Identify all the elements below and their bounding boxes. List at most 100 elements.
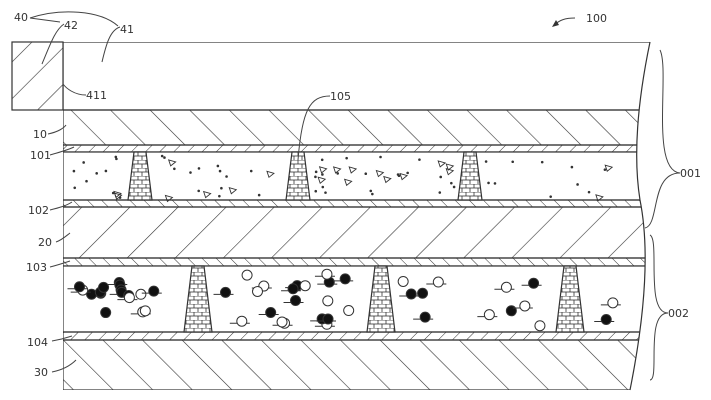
white-particle — [276, 316, 288, 328]
layer-104 — [63, 331, 650, 341]
dot-particle — [85, 179, 88, 183]
layer-101 — [63, 144, 650, 153]
black-particle — [290, 295, 302, 307]
dot-particle — [314, 175, 317, 179]
dot-particle — [314, 189, 318, 193]
dot-particle — [493, 182, 497, 185]
white-particle — [321, 268, 333, 280]
dot-particle — [484, 160, 488, 163]
dot-particle — [438, 191, 442, 194]
dot-particle — [225, 175, 228, 178]
dot-particle — [220, 186, 223, 190]
black-particle — [265, 306, 277, 318]
upper-particles — [72, 154, 614, 203]
black-particle — [600, 313, 612, 325]
spacer-105 — [366, 265, 396, 333]
triangle-particle — [317, 176, 327, 184]
dot-particle — [369, 189, 373, 193]
black-particle — [98, 281, 110, 293]
lower-cell-layer — [63, 265, 650, 333]
dot-particle — [439, 175, 443, 179]
white-particle — [236, 315, 248, 327]
white-particle — [500, 281, 512, 293]
dot-particle — [197, 189, 201, 193]
dot-particle — [511, 160, 515, 164]
label-103: 103 — [26, 261, 47, 274]
black-particle — [287, 283, 299, 295]
dot-particle — [397, 174, 401, 178]
dot-particle — [249, 169, 253, 173]
dot-particle — [371, 192, 374, 196]
triangle-particle — [445, 163, 455, 171]
black-particle — [220, 286, 232, 298]
triangle-particle — [375, 169, 385, 178]
white-particle — [397, 275, 409, 287]
part-41-top-plate — [63, 42, 650, 111]
triangle-particle — [445, 168, 455, 176]
dot-particle — [118, 196, 122, 199]
triangle-particle — [266, 170, 275, 179]
dot-particle — [379, 155, 382, 159]
black-particle — [528, 277, 540, 289]
dot-particle — [95, 172, 98, 175]
spacer-105 — [183, 265, 213, 333]
white-particle — [343, 305, 355, 317]
dot-particle — [72, 169, 76, 173]
part-42-block — [11, 41, 64, 111]
label-100: 100 — [586, 12, 607, 25]
dot-particle — [406, 171, 409, 175]
dot-particle — [197, 167, 201, 170]
triangle-particle — [604, 164, 614, 172]
lower-particles — [67, 268, 621, 332]
label-41: 41 — [120, 23, 134, 36]
dot-particle — [324, 191, 327, 194]
dot-particle — [114, 155, 118, 159]
black-particle — [322, 313, 334, 325]
triangle-particle — [437, 160, 447, 168]
label-20: 20 — [38, 236, 52, 249]
white-particle — [252, 285, 264, 297]
black-particle — [405, 288, 417, 300]
dot-particle — [218, 194, 221, 198]
dot-particle — [576, 183, 579, 186]
label-002: 002 — [668, 307, 689, 320]
label-42: 42 — [64, 19, 78, 32]
dot-particle — [104, 169, 108, 173]
dot-particle — [257, 193, 261, 197]
white-particle — [483, 309, 495, 321]
black-particle — [339, 273, 351, 285]
dot-particle — [218, 169, 222, 173]
dot-particle — [115, 157, 118, 161]
arrow-head-icon — [552, 20, 559, 27]
triangle-particle — [399, 172, 409, 181]
spacer-105 — [285, 151, 311, 201]
layer-20 — [63, 206, 650, 259]
triangle-particle — [228, 187, 238, 195]
layer-30 — [63, 339, 650, 390]
upper-cell-layer — [63, 151, 650, 201]
layer-102 — [63, 199, 650, 208]
label-411: 411 — [86, 89, 107, 102]
dot-particle — [82, 161, 85, 164]
dot-particle — [364, 172, 368, 176]
dot-particle — [314, 170, 318, 174]
white-particle — [534, 320, 546, 332]
dot-particle — [321, 173, 324, 176]
white-particle — [139, 305, 151, 317]
leader-lines — [29, 11, 681, 381]
spacer-105 — [127, 151, 153, 201]
dot-particle — [189, 171, 192, 174]
white-particle — [432, 276, 444, 288]
label-30: 30 — [34, 366, 48, 379]
spacer-105 — [555, 265, 585, 333]
dot-particle — [540, 160, 544, 164]
black-particle — [73, 281, 85, 293]
dot-particle — [320, 158, 324, 162]
dot-particle — [160, 154, 164, 158]
white-particle — [299, 280, 311, 292]
triangle-particle — [348, 166, 358, 174]
label-102: 102 — [28, 204, 49, 217]
black-particle — [419, 311, 431, 323]
layer-103 — [63, 257, 650, 267]
